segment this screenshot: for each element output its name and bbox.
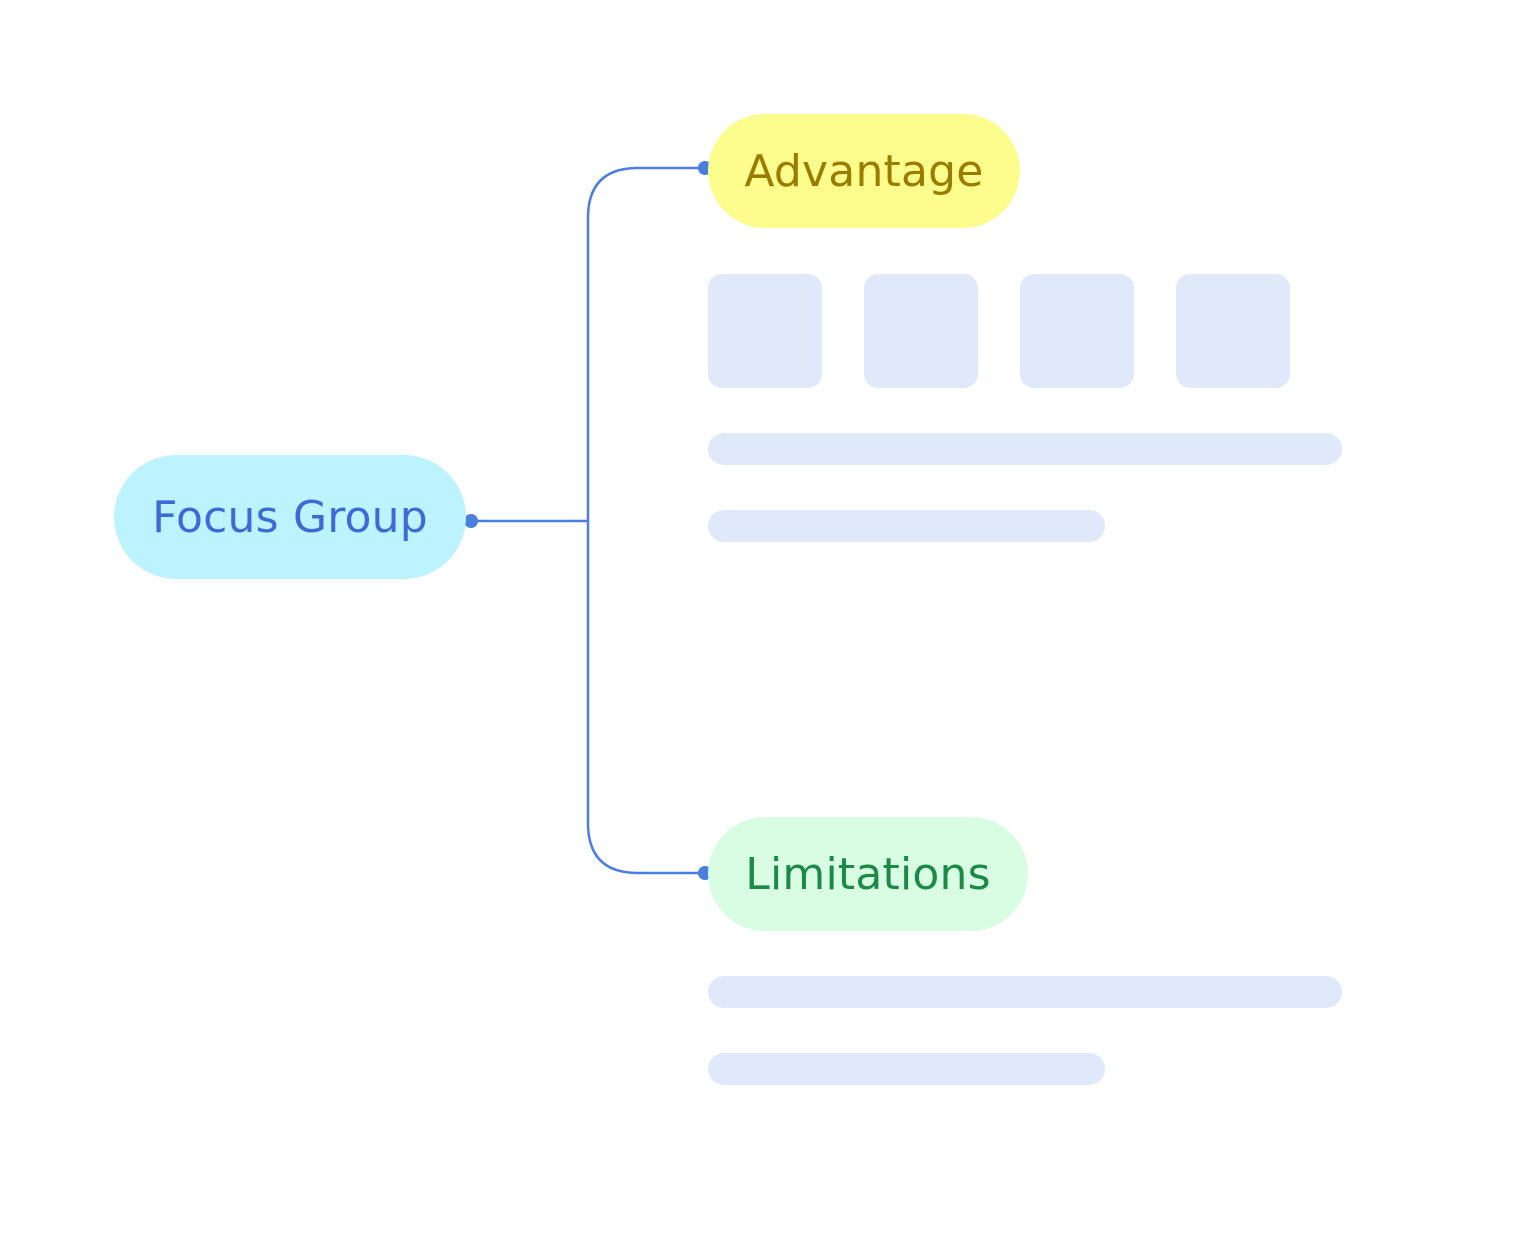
advantage-image-placeholder-4: [1176, 274, 1290, 388]
root-node-label: Focus Group: [152, 491, 428, 543]
advantage-node[interactable]: Advantage: [708, 114, 1020, 228]
advantage-node-label: Advantage: [744, 145, 984, 197]
limitations-text-placeholder-1: [708, 976, 1342, 1008]
limitations-text-placeholder-2: [708, 1053, 1105, 1085]
limitations-node[interactable]: Limitations: [708, 817, 1028, 931]
connector-to-advantage: [586, 166, 705, 521]
limitations-node-label: Limitations: [745, 848, 991, 900]
advantage-image-placeholder-2: [864, 274, 978, 388]
connector-to-limitations: [586, 521, 705, 875]
root-node[interactable]: Focus Group: [114, 455, 466, 579]
advantage-image-placeholder-3: [1020, 274, 1134, 388]
advantage-text-placeholder-2: [708, 510, 1105, 542]
advantage-image-placeholder-1: [708, 274, 822, 388]
connector-dot-root: [464, 514, 478, 528]
advantage-text-placeholder-1: [708, 433, 1342, 465]
